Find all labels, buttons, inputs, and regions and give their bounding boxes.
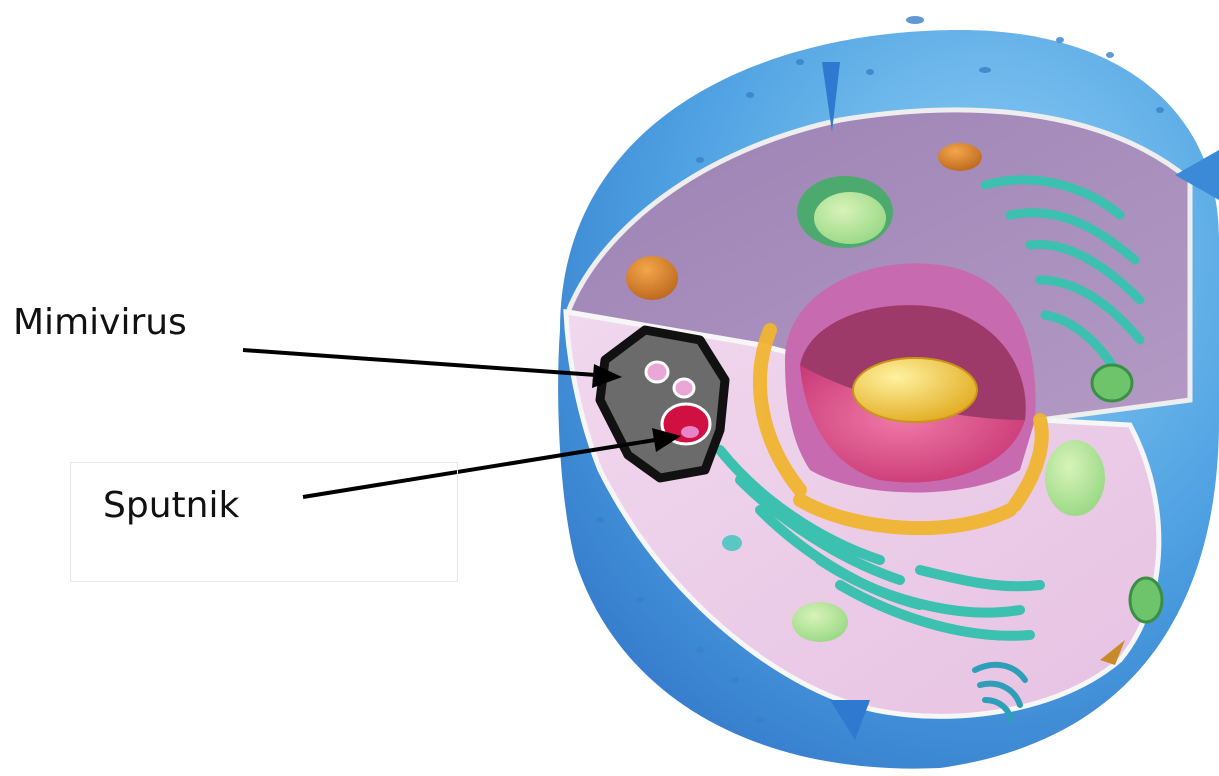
mitochondrion-floor: [1130, 578, 1162, 622]
mitochondrion-back: [1092, 365, 1132, 401]
sputnik-label: Sputnik: [103, 488, 239, 524]
vesicle-small: [722, 535, 742, 551]
vesicle-green-floor: [792, 602, 848, 642]
mimivirus-label: Mimivirus: [13, 305, 187, 341]
lysosome-orange-top: [938, 143, 982, 171]
vesicle-green-right: [1045, 440, 1105, 516]
nucleolus: [853, 358, 977, 422]
nucleus: [785, 263, 1036, 492]
lysosome-orange-left: [626, 256, 678, 300]
